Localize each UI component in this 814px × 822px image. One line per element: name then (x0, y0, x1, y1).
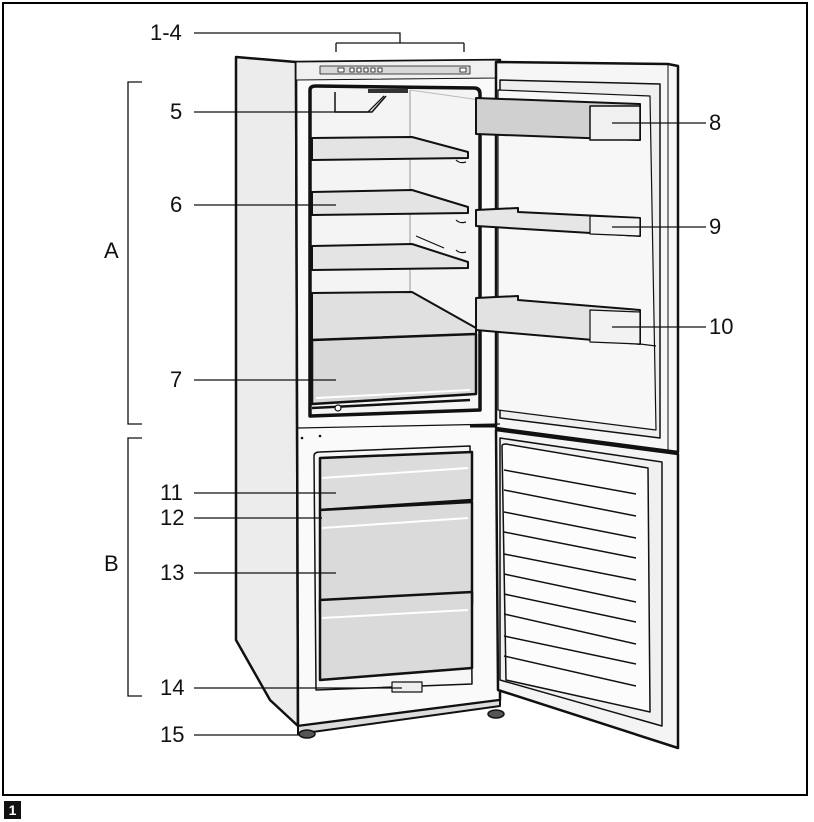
leader-5 (194, 95, 385, 113)
callout-6: 6 (170, 192, 183, 217)
crisper-drawer (310, 332, 478, 406)
callout-11: 11 (160, 480, 183, 505)
door-shelf-top (475, 97, 641, 141)
foot-left (298, 729, 316, 739)
glass-shelves (311, 136, 477, 341)
section-label-B: B (104, 551, 119, 576)
bracket-A (127, 81, 142, 425)
freezer-drawers (318, 450, 474, 682)
callout-9: 9 (709, 214, 722, 239)
door-shelf-bottom (475, 295, 657, 347)
callout-7: 7 (170, 367, 183, 392)
bracket-B (127, 437, 142, 697)
callout-8: 8 (709, 110, 722, 135)
control-strip (319, 65, 471, 75)
leader-1-4 (194, 32, 465, 52)
callout-15: 15 (160, 722, 185, 747)
callout-1-4: 1-4 (150, 20, 182, 45)
section-label-A: A (104, 238, 119, 263)
callout-10: 10 (709, 314, 734, 339)
cabinet-side (234, 55, 300, 728)
callout-12: 12 (160, 505, 185, 530)
callout-13: 13 (160, 560, 185, 585)
freezer-door-ribs (503, 469, 637, 687)
callout-5: 5 (170, 99, 183, 124)
door-shelf-middle (475, 207, 641, 237)
callout-14: 14 (160, 675, 185, 700)
foot-right (487, 709, 505, 719)
rating-plate (391, 681, 423, 693)
figure-number-badge: 1 (4, 801, 21, 819)
figure-frame (2, 2, 808, 796)
